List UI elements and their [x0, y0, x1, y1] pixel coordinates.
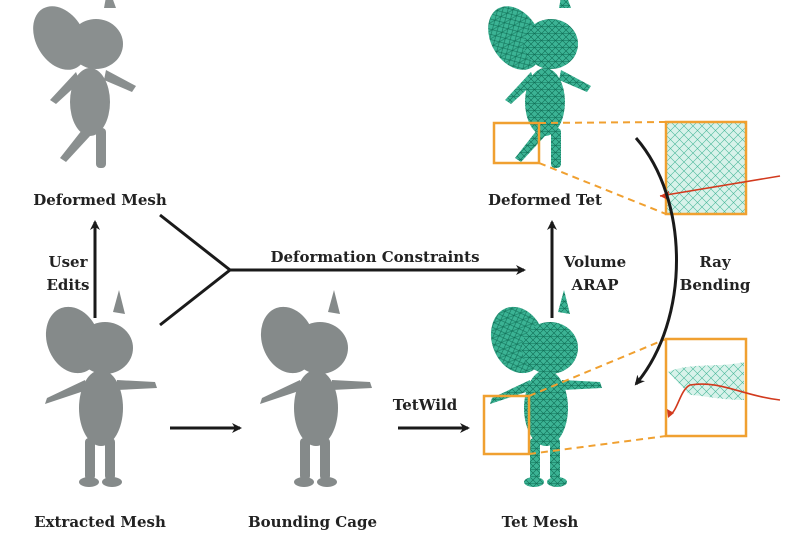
deformation-constraints-arrow: [159, 213, 524, 327]
label-bounding-cage: Bounding Cage: [248, 513, 377, 531]
label-extracted-mesh: Extracted Mesh: [34, 513, 166, 531]
label-deformed-tet: Deformed Tet: [488, 191, 602, 209]
label-tetwild: TetWild: [392, 396, 458, 414]
deformed-zoom-inset: [664, 120, 748, 216]
label-user-edits-2: Edits: [46, 276, 90, 294]
extracted-mesh-figure: [36, 290, 157, 487]
tet-mesh-figure: [481, 290, 602, 487]
inset-mesh: [668, 362, 744, 400]
label-volume-arap-2: ARAP: [571, 276, 619, 294]
label-ray-bending-1: Ray: [699, 253, 731, 271]
bounding-cage-figure: [251, 290, 372, 487]
zoom-highlights: [482, 121, 541, 456]
label-volume-arap-1: Volume: [563, 253, 627, 271]
ray-bending-arrow: [634, 137, 678, 386]
label-deformation-constraints: Deformation Constraints: [270, 248, 480, 266]
deformed-mesh-figure: [22, 0, 136, 168]
label-user-edits-1: User: [48, 253, 88, 271]
label-deformed-mesh: Deformed Mesh: [33, 191, 167, 209]
rays: [659, 175, 781, 416]
label-tet-mesh: Tet Mesh: [501, 513, 579, 531]
zoom-connector-lines: [528, 121, 667, 455]
label-ray-bending-2: Bending: [679, 276, 751, 294]
